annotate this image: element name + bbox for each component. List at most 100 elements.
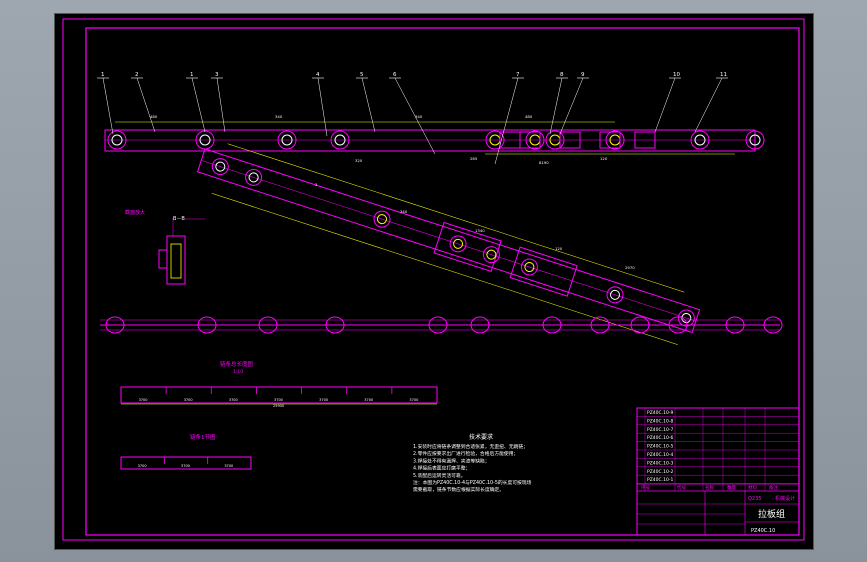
top-pin-inner <box>334 134 346 146</box>
side-link <box>668 316 688 334</box>
drawing-title: 拉板组 <box>758 508 785 520</box>
side-link <box>725 316 745 334</box>
top-pin-inner <box>281 134 293 146</box>
top-pin <box>525 130 545 150</box>
top-pin <box>545 130 565 150</box>
balloon-number: 10 <box>673 72 680 78</box>
balloon-leader <box>361 77 376 133</box>
balloon-number: 1 <box>101 72 105 78</box>
long-rail-scale: 1:10 <box>233 369 243 375</box>
long-rail-dim: 3700 <box>184 398 193 402</box>
note-line: 4.焊接后表面应打磨平整； <box>413 465 470 472</box>
cad-drawing: B－B 截面放大 链条总长度图 1:10 3700 3700 3700 3700 370… <box>62 18 805 541</box>
incline-pin <box>482 246 500 264</box>
long-rail-dim: 3700 <box>319 398 328 402</box>
top-dim: 340 <box>275 114 283 119</box>
top-pin <box>330 130 350 150</box>
balloon-number: 11 <box>720 72 727 78</box>
incline-pin-inner <box>681 313 692 324</box>
section-bb-callout: B－B <box>173 216 185 222</box>
top-dim: 480 <box>525 114 533 119</box>
balloon-leader <box>136 77 156 133</box>
top-pin <box>745 130 765 150</box>
short-rail-label: 链条1节图 <box>190 433 216 441</box>
side-link <box>325 316 345 334</box>
long-rail-dim: 3700 <box>229 398 238 402</box>
bom-header-cell: 数量 <box>727 484 736 491</box>
short-rail-dim: 3700 <box>224 464 233 468</box>
incline-pin <box>449 235 467 253</box>
incline-pin <box>373 210 391 228</box>
section-bb: B－B 截面放大 <box>125 209 205 285</box>
top-pin <box>605 130 625 150</box>
incline-pin-inner <box>376 214 387 225</box>
top-link-block <box>519 131 541 149</box>
balloon-number: 8 <box>560 72 564 78</box>
balloon-number: 6 <box>393 72 397 78</box>
side-link <box>428 316 448 334</box>
top-pin <box>485 130 505 150</box>
incline-pin-inner <box>486 249 497 260</box>
bom-part-code: PZ40C.10-8 <box>647 418 673 424</box>
side-link <box>630 316 650 334</box>
incline-dim: 2 <box>315 182 318 187</box>
balloon-number: 2 <box>135 72 139 78</box>
top-pin-inner <box>694 134 706 146</box>
incline-dim: 1340 <box>475 228 485 233</box>
inner-frame <box>85 27 800 536</box>
bom-part-code: PZ40C.10-9 <box>647 410 673 416</box>
side-link <box>590 316 610 334</box>
incline-pin-inner <box>610 289 621 300</box>
top-link-block <box>634 131 656 149</box>
bom-part-code: PZ40C.10-3 <box>647 460 673 466</box>
incline-dim: 120 <box>555 246 563 251</box>
outer-frame <box>62 18 805 541</box>
cad-viewport[interactable]: B－B 截面放大 链条总长度图 1:10 3700 3700 3700 3700 370… <box>54 13 814 550</box>
top-dim: 480 <box>150 114 158 119</box>
balloon-leader <box>394 77 436 155</box>
note-line: 1.安装时应将链条调整到合适张紧，无歪扭、无跳链； <box>413 443 528 450</box>
bom-header-cell: 材料 <box>748 484 757 491</box>
balloon-number: 5 <box>360 72 364 78</box>
top-lower-dim: 8190 <box>539 160 549 165</box>
balloon-number: 4 <box>316 72 320 78</box>
incline-pin <box>520 258 538 276</box>
incline-pin-inner <box>524 262 535 273</box>
note-line: 3.焊接处不得有漏焊、夹渣等缺陷； <box>413 457 490 464</box>
long-rail-label: 链条总长度图 <box>220 360 254 368</box>
top-pin <box>107 130 127 150</box>
bom-header-cell: 备注 <box>769 484 778 491</box>
long-rail-dim: 3700 <box>274 398 283 402</box>
balloon-leader <box>216 77 226 133</box>
balloon-leader <box>102 77 114 135</box>
side-link <box>470 316 490 334</box>
top-lower-dim: 265 <box>470 156 478 161</box>
title-block: PZ40C.10-9PZ40C.10-8PZ40C.10-7PZ40C.10-6… <box>636 407 800 536</box>
top-link-block <box>599 131 621 149</box>
bom-header-cell: 序号 <box>641 484 650 491</box>
balloon-number: 7 <box>516 72 520 78</box>
incline-pin <box>211 158 229 176</box>
bom-part-code: PZ40C.10-7 <box>647 427 673 433</box>
side-link <box>105 316 125 334</box>
incline-pin-inner <box>453 238 464 249</box>
section-bb-caption: 截面放大 <box>125 209 145 216</box>
bom-header-cell: 名称 <box>705 484 714 491</box>
technical-notes: 技术要求 1.安装时应将链条调整到合适张紧，无歪扭、无跳链；2.零件应按要求出厂… <box>413 433 532 493</box>
bom-header-cell: 代号 <box>677 484 686 491</box>
note-line: 5.装配后运转灵活可靠。 <box>413 472 466 479</box>
bom-part-code: PZ40C.10-6 <box>647 435 673 441</box>
note-line: 2.零件应按要求出厂进行检验，合格后方能使用； <box>413 450 518 457</box>
balloon-leader <box>559 77 584 135</box>
balloon-number: 3 <box>215 72 219 78</box>
incline-dim: 2970 <box>625 265 635 270</box>
side-link <box>542 316 562 334</box>
top-dim: 340 <box>415 114 423 119</box>
balloon-leader <box>549 77 563 135</box>
bom-part-code: PZ40C.10-4 <box>647 452 673 458</box>
balloon-number: 9 <box>581 72 585 78</box>
long-rail-dim: 3700 <box>409 398 418 402</box>
